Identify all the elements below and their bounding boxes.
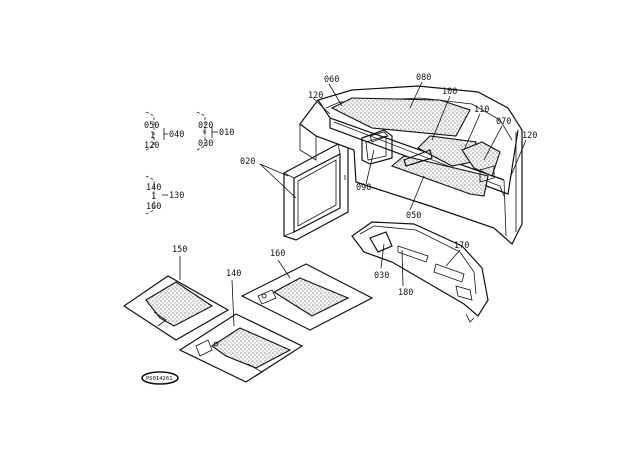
roof-assembly: 060 120 080 100 110 070 120 090 050 <box>299 73 537 245</box>
callout-010: 010 <box>219 128 234 138</box>
callout-180: 180 <box>398 288 413 298</box>
callout-070: 070 <box>496 117 511 127</box>
stamp-id: PS014261 <box>146 376 173 382</box>
roof-pad-050 <box>390 155 489 197</box>
reference-group-140-160: 140 1 160 130 <box>145 175 184 215</box>
floor-mat-140: 140 <box>178 269 304 383</box>
callout-110: 110 <box>474 105 489 115</box>
drawing-stamp: PS014261 <box>141 371 179 385</box>
rear-panel-020: 020 <box>240 143 349 241</box>
reference-group-050-120: 050 1 120 040 <box>144 111 184 151</box>
callout-030-group: 030 <box>198 139 213 149</box>
callout-020-group: 020 <box>198 121 213 131</box>
callout-080: 080 <box>416 73 431 83</box>
callout-040: 040 <box>169 130 184 140</box>
roof-pad-080 <box>330 97 471 137</box>
callout-170: 170 <box>454 241 469 251</box>
callout-050: 050 <box>406 211 421 221</box>
callout-130: 130 <box>169 191 184 201</box>
callout-100: 100 <box>442 87 457 97</box>
reference-group-020-030: 020 * 030 010 <box>196 111 234 151</box>
callout-star: * <box>202 129 207 139</box>
callout-160-group: 160 <box>146 202 161 212</box>
floor-mat-150: 150 <box>122 245 230 341</box>
callout-160: 160 <box>270 249 285 259</box>
floor-mat-160: 160 <box>240 249 374 331</box>
callout-050: 050 <box>144 121 159 131</box>
callout-140: 140 <box>226 269 241 279</box>
callout-120-group: 120 <box>144 141 159 151</box>
side-trim: 030 180 170 <box>351 221 489 323</box>
callout-020: 020 <box>240 157 255 167</box>
callout-1: 1 <box>150 131 155 141</box>
roof-pad-070 <box>461 141 501 177</box>
callout-120-left: 120 <box>308 91 323 101</box>
callout-120-right: 120 <box>522 131 537 141</box>
callout-150: 150 <box>172 245 187 255</box>
callout-090: 090 <box>356 183 371 193</box>
callout-030: 030 <box>374 271 389 281</box>
callout-060: 060 <box>324 75 339 85</box>
callout-1b: 1 <box>151 192 156 202</box>
callout-140-group: 140 <box>146 183 161 193</box>
